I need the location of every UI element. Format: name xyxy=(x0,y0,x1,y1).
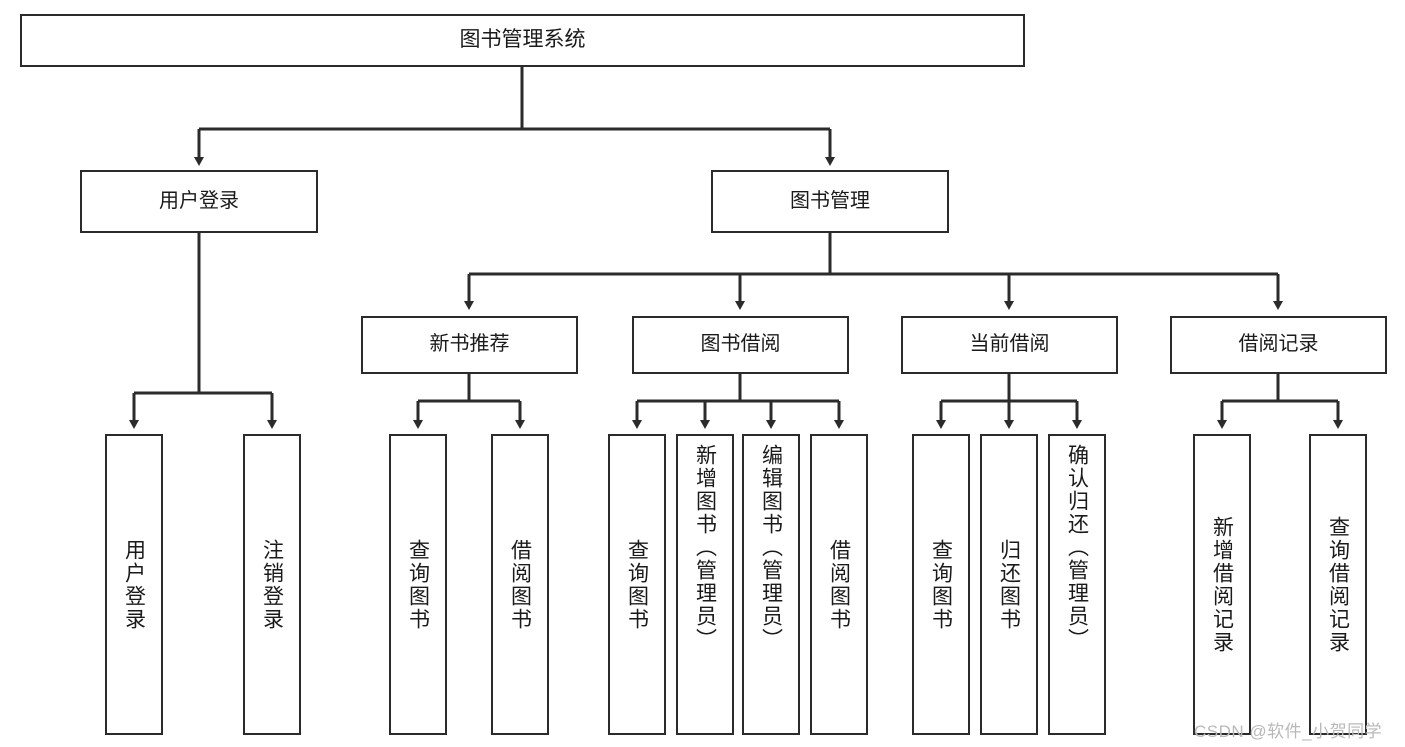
edge-userlogin-to-leaves xyxy=(129,233,277,429)
node-label: 图书管理系统 xyxy=(459,28,586,52)
node-book-manage[interactable]: 图书管理 xyxy=(711,170,949,233)
node-new-book-recommend[interactable]: 新书推荐 xyxy=(361,316,578,374)
node-label: 查询图书 xyxy=(406,538,430,631)
node-label: 查询借阅记录 xyxy=(1326,515,1350,654)
edge-bookmanage-to-level3 xyxy=(464,233,1283,310)
node-label: 查询图书 xyxy=(625,538,649,631)
node-label: 图书借阅 xyxy=(700,333,781,356)
node-leaf-user-login[interactable]: 用户登录 xyxy=(105,434,163,735)
node-borrow-record[interactable]: 借阅记录 xyxy=(1170,316,1387,374)
node-root-system[interactable]: 图书管理系统 xyxy=(20,14,1025,67)
node-label: 编辑图书（管理员） xyxy=(759,444,783,651)
csdn-watermark: CSDN @软件_小贺同学 xyxy=(1194,722,1383,741)
node-leaf-add-book[interactable]: 新增图书（管理员） xyxy=(676,434,734,735)
node-label: 确认归还（管理员） xyxy=(1065,444,1089,651)
edge-currentborrow-to-leaves xyxy=(936,374,1082,429)
edge-bookborrow-to-leaves xyxy=(632,374,844,429)
node-leaf-query-record[interactable]: 查询借阅记录 xyxy=(1309,434,1367,735)
node-label: 用户登录 xyxy=(159,189,239,212)
node-leaf-add-record[interactable]: 新增借阅记录 xyxy=(1193,434,1251,735)
node-leaf-return-book[interactable]: 归还图书 xyxy=(980,434,1038,735)
node-user-login[interactable]: 用户登录 xyxy=(80,170,318,233)
node-label: 注销登录 xyxy=(260,538,284,631)
node-label: 查询图书 xyxy=(929,538,953,631)
node-label: 新书推荐 xyxy=(429,333,510,356)
node-label: 图书管理 xyxy=(790,189,870,212)
node-leaf-edit-book[interactable]: 编辑图书（管理员） xyxy=(742,434,800,735)
node-book-borrow[interactable]: 图书借阅 xyxy=(632,316,849,374)
node-current-borrow[interactable]: 当前借阅 xyxy=(901,316,1118,374)
node-label: 归还图书 xyxy=(997,538,1021,631)
node-label: 借阅图书 xyxy=(827,538,851,631)
node-leaf-borrow-book-2[interactable]: 借阅图书 xyxy=(810,434,868,735)
node-label: 用户登录 xyxy=(122,538,146,631)
node-leaf-borrow-book-1[interactable]: 借阅图书 xyxy=(491,434,549,735)
node-label: 当前借阅 xyxy=(969,333,1050,356)
node-label: 借阅图书 xyxy=(508,538,532,631)
node-label: 借阅记录 xyxy=(1238,333,1319,356)
node-leaf-confirm-return[interactable]: 确认归还（管理员） xyxy=(1048,434,1106,735)
node-label: 新增图书（管理员） xyxy=(693,444,717,651)
node-leaf-logout[interactable]: 注销登录 xyxy=(243,434,301,735)
node-label: 新增借阅记录 xyxy=(1210,515,1234,654)
node-leaf-query-book-3[interactable]: 查询图书 xyxy=(912,434,970,735)
edge-borrowrecord-to-leaves xyxy=(1217,374,1343,429)
edge-newbook-to-leaves xyxy=(413,374,525,429)
node-leaf-query-book-2[interactable]: 查询图书 xyxy=(608,434,666,735)
node-leaf-query-book-1[interactable]: 查询图书 xyxy=(389,434,447,735)
edge-root-to-level2 xyxy=(194,67,835,166)
